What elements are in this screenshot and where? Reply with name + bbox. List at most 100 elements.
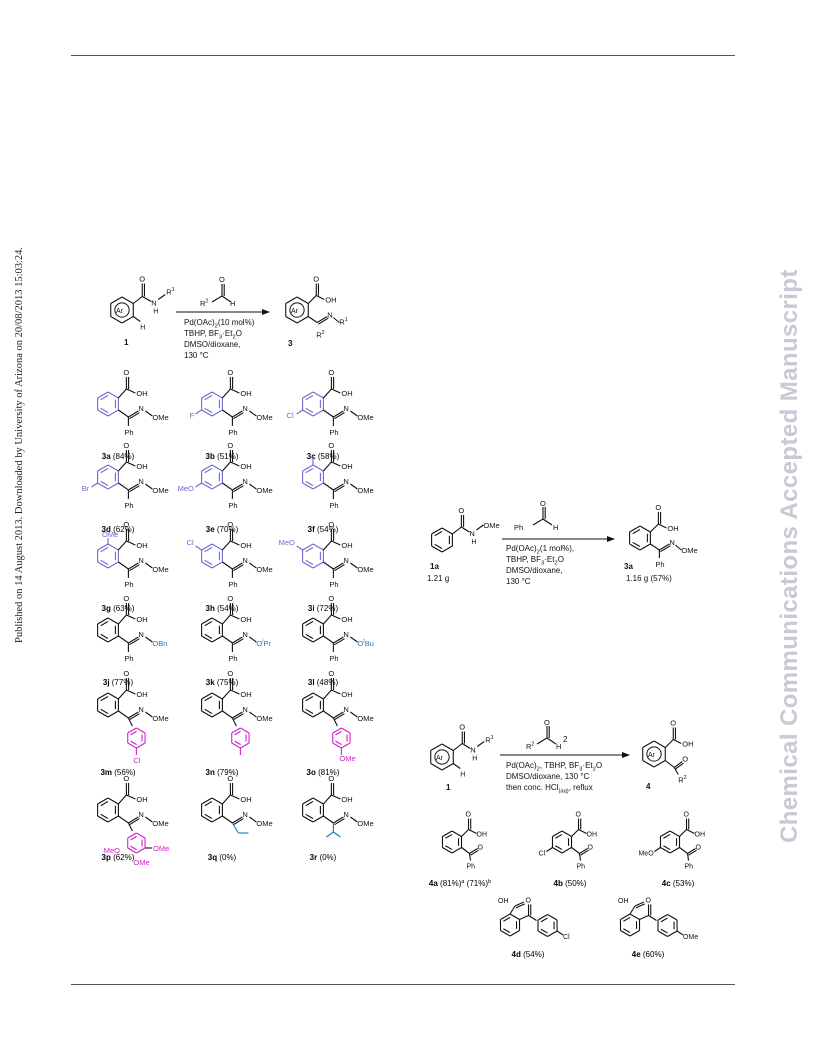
label: O: [227, 441, 233, 450]
label: OH: [695, 832, 706, 839]
label: Ph: [685, 864, 694, 871]
label: OH: [136, 795, 147, 804]
label: OMe: [256, 486, 272, 495]
label: OMe: [153, 844, 169, 853]
product-3j: 3j (77%): [103, 678, 134, 687]
label: OH: [136, 389, 147, 398]
label: O: [328, 669, 334, 678]
label: Cl: [287, 411, 294, 420]
label: Ph: [329, 580, 338, 589]
label: OH: [240, 541, 251, 550]
label: N: [242, 404, 247, 413]
label: OH: [682, 740, 693, 749]
label: OMe: [256, 714, 272, 723]
label: 130 °C: [184, 351, 209, 360]
label: H: [230, 299, 235, 308]
label: Pd(OAc)2 (1 mol%),: [506, 544, 574, 556]
product-4c: 4c (53%): [662, 879, 695, 888]
prod-label: 3: [288, 339, 293, 348]
label: Ph: [124, 428, 133, 437]
label: N: [138, 705, 143, 714]
label: H: [460, 772, 465, 779]
label: OH: [136, 615, 147, 624]
label: Ph: [124, 654, 133, 663]
product-3p: 3p (62%): [102, 853, 135, 862]
label: then conc. HCl(aq) , reflux: [506, 783, 593, 795]
label: OMe: [152, 413, 168, 422]
label: OH: [136, 690, 147, 699]
label: OH: [587, 832, 598, 839]
product-4a: 4a (81%)a (71%)b: [429, 879, 491, 888]
top-rule: [71, 55, 735, 56]
label: TBHP, BF3 ·Et2 O: [506, 555, 564, 567]
label: O: [227, 594, 233, 603]
label: N: [138, 477, 143, 486]
label: R2: [526, 742, 534, 752]
label: OBn: [152, 639, 167, 648]
scale-sm-label: 1a: [430, 562, 439, 571]
product-4b: 4b (50%): [554, 879, 587, 888]
label: OMe: [357, 413, 373, 422]
label: N: [327, 311, 332, 320]
label: O: [655, 503, 661, 512]
label: O: [328, 774, 334, 783]
label: Cl: [563, 934, 570, 941]
label: N: [343, 404, 348, 413]
label: OMe: [681, 546, 697, 555]
label: OH: [477, 832, 488, 839]
label: O: [227, 368, 233, 377]
label: O: [682, 755, 688, 764]
scale-prod-label: 3a: [624, 562, 633, 571]
product-3b: 3b (51%): [206, 452, 239, 461]
label: H: [556, 742, 561, 751]
label: Ph: [329, 428, 338, 437]
product-3l: 3l (48%): [308, 678, 339, 687]
s4-sm-label: 1: [446, 783, 451, 792]
label: O: [123, 594, 129, 603]
product-4d: 4d (54%): [512, 950, 545, 959]
bottom-rule: [71, 984, 735, 985]
label: N: [470, 746, 475, 755]
label: O: [123, 520, 129, 529]
label: O: [328, 441, 334, 450]
label: OMe: [152, 565, 168, 574]
label: O: [227, 520, 233, 529]
label: OH: [341, 690, 352, 699]
label: O: [328, 594, 334, 603]
label: OMe: [256, 413, 272, 422]
label: Cl: [133, 756, 140, 765]
product-3f: 3f (54%): [308, 525, 339, 534]
label: 130 °C: [506, 577, 531, 586]
label: O: [123, 368, 129, 377]
label: Ar: [116, 308, 124, 315]
label: R2: [200, 299, 208, 309]
label: MeO: [178, 484, 194, 493]
label: OH: [240, 690, 251, 699]
label: O: [227, 669, 233, 678]
label: R1: [166, 287, 174, 297]
label: OMe: [256, 565, 272, 574]
label: N: [151, 299, 156, 308]
label: O: [526, 898, 532, 905]
label: Ph: [124, 580, 133, 589]
label: H: [472, 756, 477, 763]
label: OH: [498, 898, 509, 905]
label: TBHP, BF3 ·Et2 O: [184, 329, 242, 341]
label: OH: [618, 898, 629, 905]
label: 1.21 g: [427, 574, 449, 583]
